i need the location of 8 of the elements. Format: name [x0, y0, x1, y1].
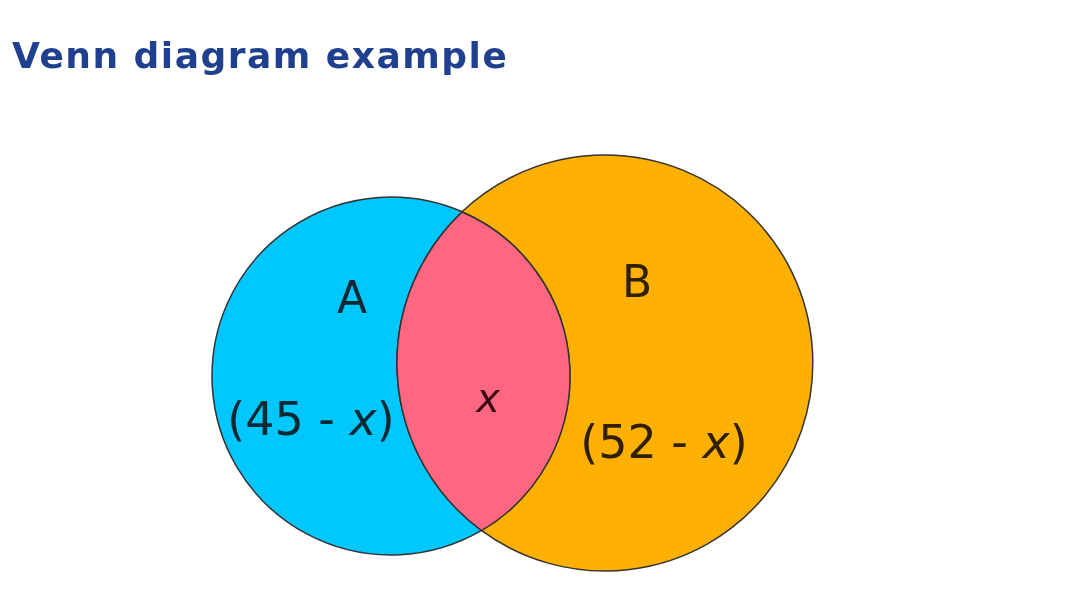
- region-value: (52 - x): [580, 419, 748, 465]
- set-region: [462, 155, 813, 571]
- intersection-value: x: [476, 378, 500, 418]
- intersection-region: [397, 211, 570, 531]
- set-label: B: [621, 260, 653, 304]
- diagram-title: Venn diagram example: [12, 34, 509, 78]
- set-label: A: [336, 276, 368, 320]
- region-value: (45 - x): [227, 396, 395, 442]
